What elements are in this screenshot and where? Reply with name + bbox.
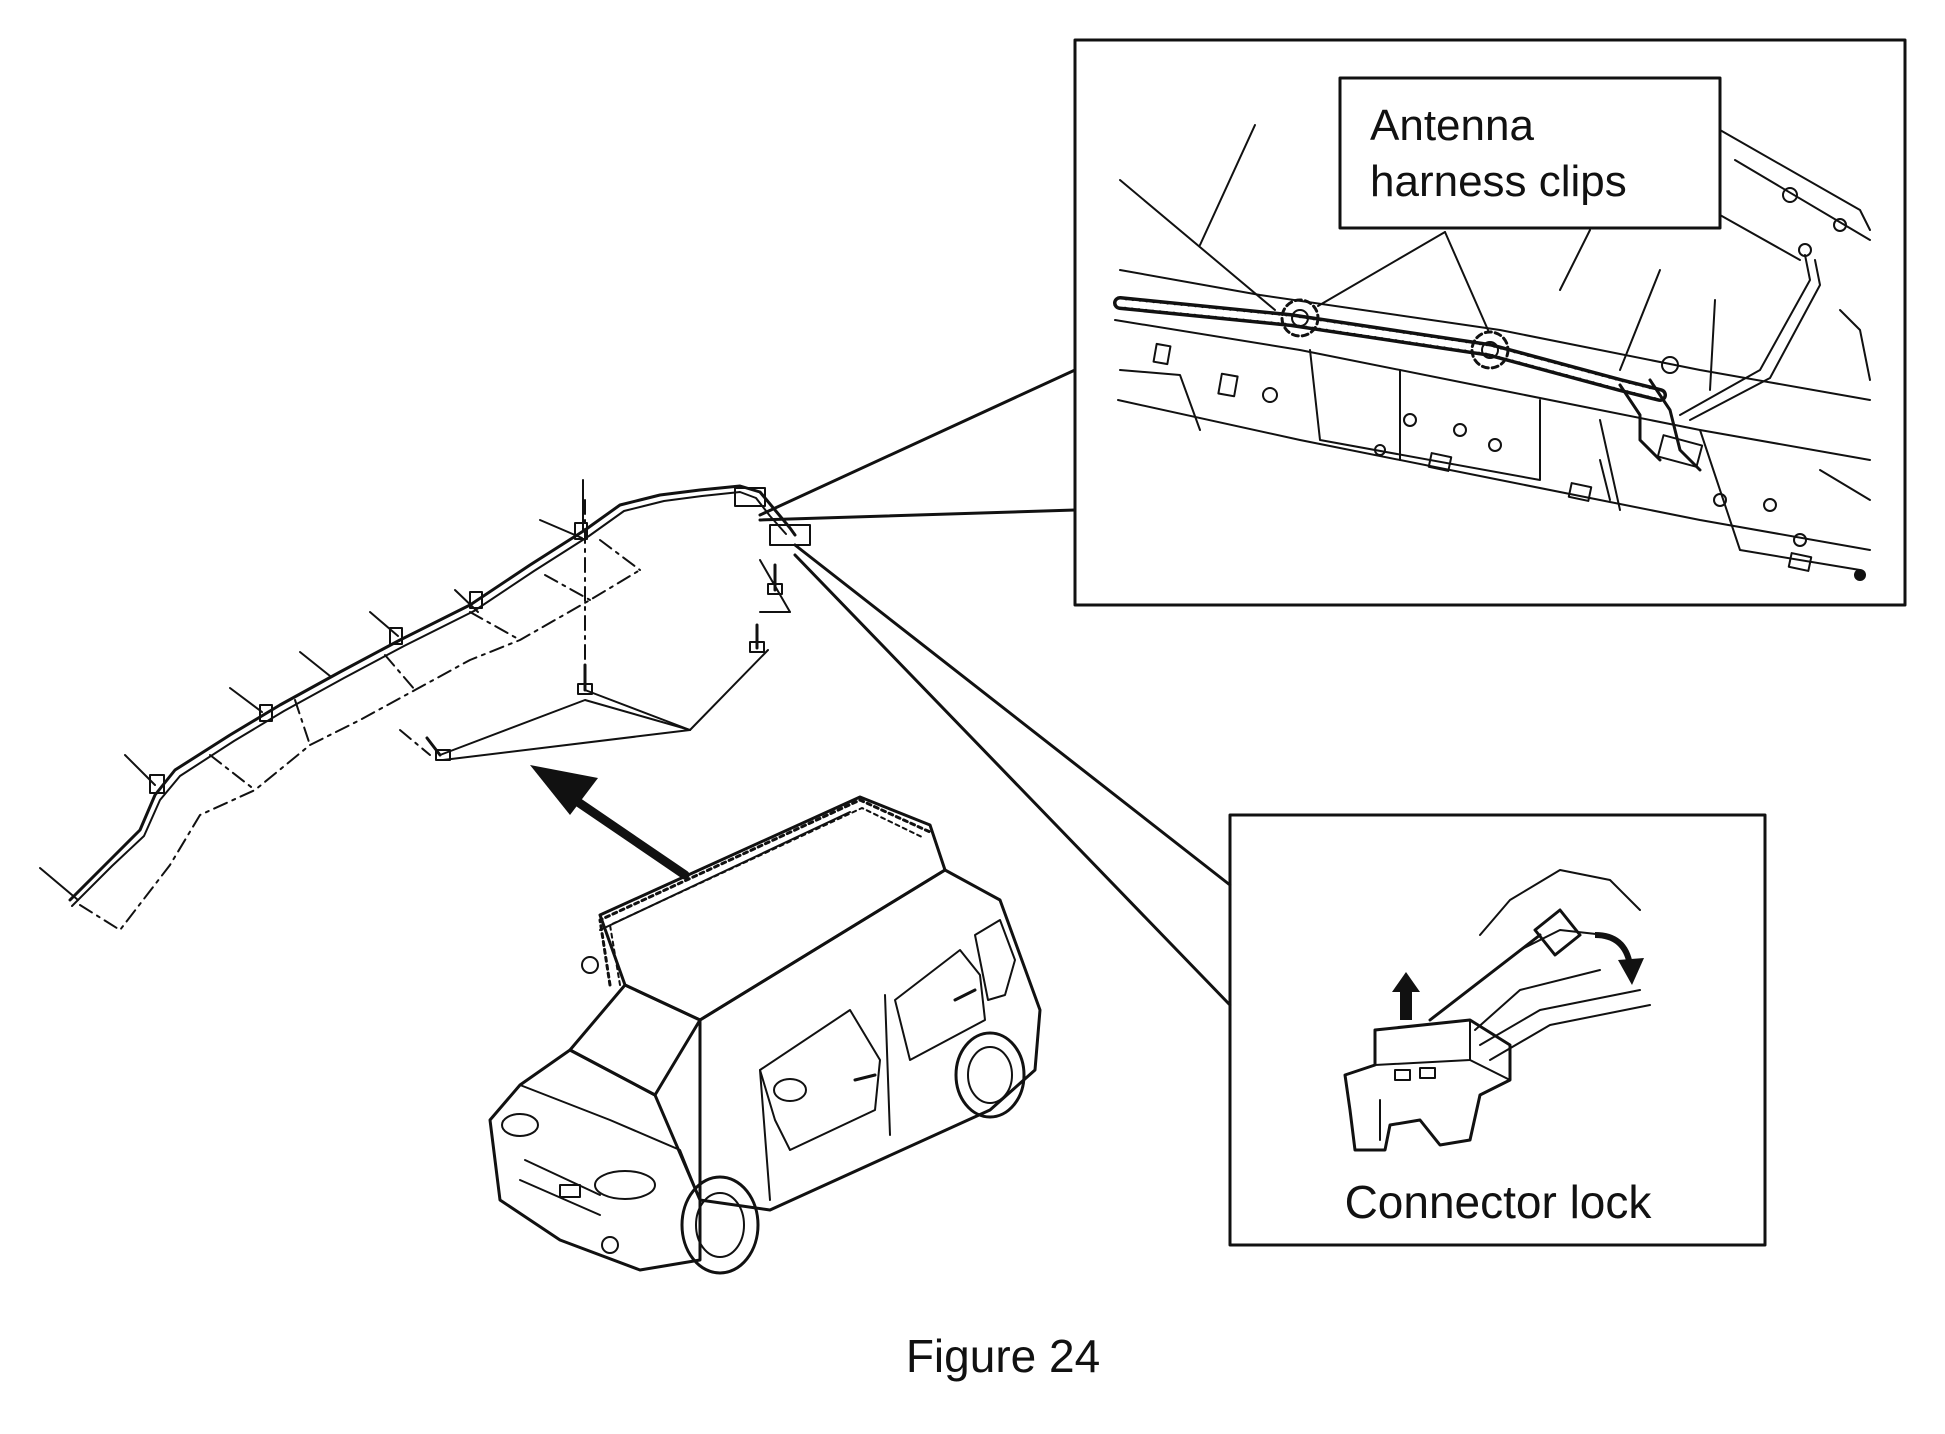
location-arrow	[530, 765, 690, 880]
front-wheel	[680, 1175, 760, 1275]
rotate-arrow	[1594, 932, 1644, 985]
detail-callout-top: Antenna harness clips	[758, 38, 1907, 607]
clip-circle-1	[1280, 298, 1320, 338]
antenna-harness-cable	[68, 484, 797, 902]
harness-clip-callouts	[1280, 231, 1510, 370]
dash-dot-reference-lines	[79, 499, 641, 931]
harness-clip-markers	[149, 487, 811, 794]
clip-leader-lines	[39, 479, 584, 901]
screwdriver-shaft	[1428, 933, 1542, 1022]
bolt-2	[577, 663, 593, 695]
antenna-label-box	[1338, 76, 1722, 230]
harness-routing-illustration	[39, 479, 811, 931]
figure-caption: Figure 24	[906, 1330, 1100, 1382]
mounting-bolts	[425, 563, 783, 761]
connector-body	[1343, 1018, 1512, 1152]
vehicle-illustration	[488, 795, 1042, 1275]
roof-rail-detail-drawing	[1114, 124, 1871, 581]
detail-box-top	[1073, 38, 1907, 607]
roof-harness-path	[598, 798, 932, 987]
detail-antenna-harness	[1113, 296, 1704, 472]
connector-lock-label: Connector lock	[1345, 1176, 1653, 1228]
antenna-label-line2: harness clips	[1370, 157, 1627, 206]
bolt-3	[749, 623, 765, 653]
connector-lock-drawing	[1343, 869, 1651, 1152]
clip-circle-2	[1470, 330, 1510, 370]
rear-wheel	[954, 1031, 1026, 1119]
detail-callout-bottom: Connector lock	[793, 543, 1767, 1247]
bolt-convergence-lines	[439, 559, 791, 761]
bolt-1	[425, 736, 451, 761]
antenna-label-line1: Antenna	[1370, 101, 1534, 150]
lift-arrow	[1392, 972, 1420, 1020]
detail-box-bottom	[1228, 813, 1767, 1247]
